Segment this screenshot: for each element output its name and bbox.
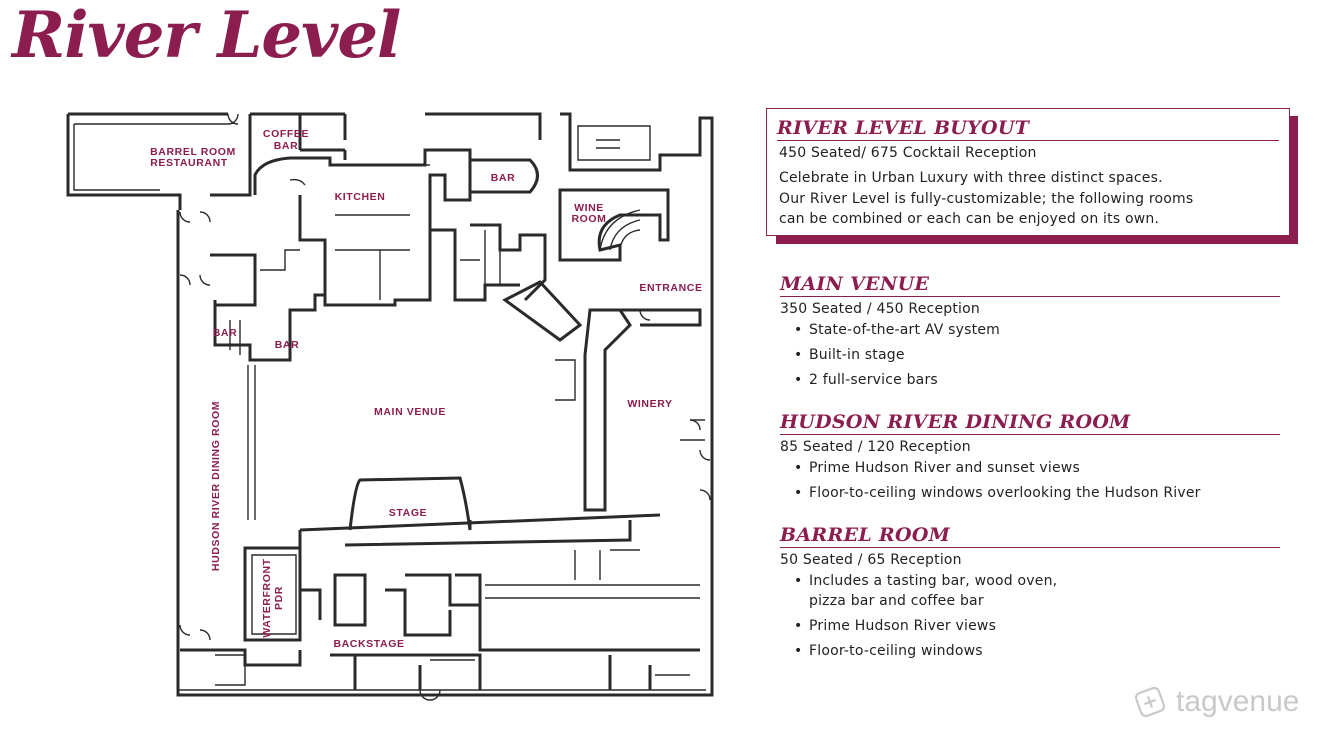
buyout-desc-line: Our River Level is fully-customizable; t… <box>779 190 1194 207</box>
buyout-title: RIVER LEVEL BUYOUT <box>777 117 1279 141</box>
label-bar-top: BAR <box>491 172 516 184</box>
label-stage: STAGE <box>389 507 427 519</box>
label-bar-left: BAR <box>213 327 238 339</box>
label-barrel-room-restaurant: RESTAURANT <box>150 157 228 169</box>
section-capacity: 85 Seated / 120 Reception <box>780 439 971 455</box>
buyout-box: RIVER LEVEL BUYOUT 450 Seated/ 675 Cockt… <box>766 108 1290 236</box>
section-title: MAIN VENUE <box>780 273 1280 297</box>
buyout-desc-line: Celebrate in Urban Luxury with three dis… <box>779 170 1163 186</box>
label-waterfront: WATERFRONT <box>261 558 273 637</box>
feature-list: State-of-the-art AV system Built-in stag… <box>780 320 1280 390</box>
list-item: Prime Hudson River views <box>794 616 1280 636</box>
label-coffee: COFFEE <box>263 128 309 140</box>
tagvenue-watermark: tagvenue <box>1130 680 1299 724</box>
feature-list: Prime Hudson River and sunset views Floo… <box>780 458 1280 503</box>
watermark-text: tagvenue <box>1176 685 1300 718</box>
list-item: State-of-the-art AV system <box>794 320 1280 340</box>
section-main-venue: MAIN VENUE 350 Seated / 450 Reception St… <box>780 273 1280 395</box>
label-coffee-bar: BAR <box>274 140 299 152</box>
section-title: HUDSON RIVER DINING ROOM <box>780 411 1280 435</box>
label-barrel-room: BARREL ROOM <box>150 146 236 158</box>
label-hudson-river-dining-room: HUDSON RIVER DINING ROOM <box>210 401 222 571</box>
tagvenue-logo-icon <box>1134 686 1166 718</box>
label-kitchen: KITCHEN <box>335 191 386 203</box>
label-bar-mid: BAR <box>275 339 300 351</box>
label-main-venue: MAIN VENUE <box>374 406 446 418</box>
page-title: River Level <box>12 0 401 73</box>
label-wine-room: ROOM <box>571 213 606 225</box>
list-item: Floor-to-ceiling windows overlooking the… <box>794 483 1280 503</box>
buyout-desc-line: can be combined or each can be enjoyed o… <box>779 211 1160 227</box>
section-hudson-river-dining-room: HUDSON RIVER DINING ROOM 85 Seated / 120… <box>780 411 1280 508</box>
section-capacity: 50 Seated / 65 Reception <box>780 552 962 568</box>
section-barrel-room: BARREL ROOM 50 Seated / 65 Reception Inc… <box>780 524 1280 666</box>
feature-list: Includes a tasting bar, wood oven, pizza… <box>780 571 1280 661</box>
label-entrance: ENTRANCE <box>639 282 702 294</box>
list-item: Prime Hudson River and sunset views <box>794 458 1280 478</box>
buyout-capacity: 450 Seated/ 675 Cocktail Reception <box>779 145 1037 161</box>
label-wine: WINE <box>574 202 604 214</box>
list-item-continuation: pizza bar and coffee bar <box>809 593 984 609</box>
buyout-description: Celebrate in Urban Luxury with three dis… <box>779 168 1289 230</box>
list-item: Includes a tasting bar, wood oven, <box>794 571 1280 591</box>
floor-plan: BARREL ROOM RESTAURANT COFFEE BAR KITCHE… <box>66 112 714 701</box>
list-item: Built-in stage <box>794 345 1280 365</box>
list-item: 2 full-service bars <box>794 370 1280 390</box>
section-title: BARREL ROOM <box>780 524 1280 548</box>
section-capacity: 350 Seated / 450 Reception <box>780 301 980 317</box>
label-winery: WINERY <box>627 398 672 410</box>
list-item: Floor-to-ceiling windows <box>794 641 1280 661</box>
label-waterfront-pdr: PDR <box>273 586 285 610</box>
label-backstage: BACKSTAGE <box>333 638 404 650</box>
